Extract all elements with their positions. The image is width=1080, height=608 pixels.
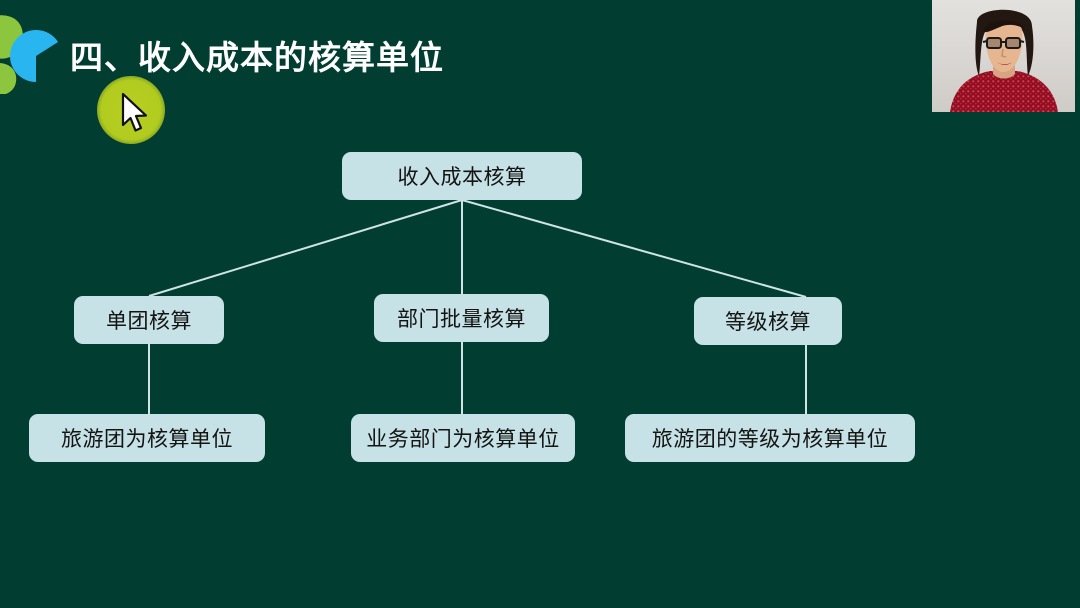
diagram-node-leaf-2[interactable]: 业务部门为核算单位 (351, 414, 575, 462)
diagram-node-branch-3[interactable]: 等级核算 (694, 297, 842, 345)
mouse-cursor-icon (121, 92, 151, 136)
diagram-node-branch-2[interactable]: 部门批量核算 (374, 294, 549, 342)
diagram-node-root[interactable]: 收入成本核算 (342, 152, 582, 200)
diagram-node-leaf-3[interactable]: 旅游团的等级为核算单位 (625, 414, 915, 462)
diagram-node-leaf-1[interactable]: 旅游团为核算单位 (29, 414, 265, 462)
slide-title: 四、收入成本的核算单位 (70, 38, 444, 77)
presenter-webcam[interactable] (932, 0, 1075, 112)
diagram-node-branch-1[interactable]: 单团核算 (74, 296, 224, 344)
